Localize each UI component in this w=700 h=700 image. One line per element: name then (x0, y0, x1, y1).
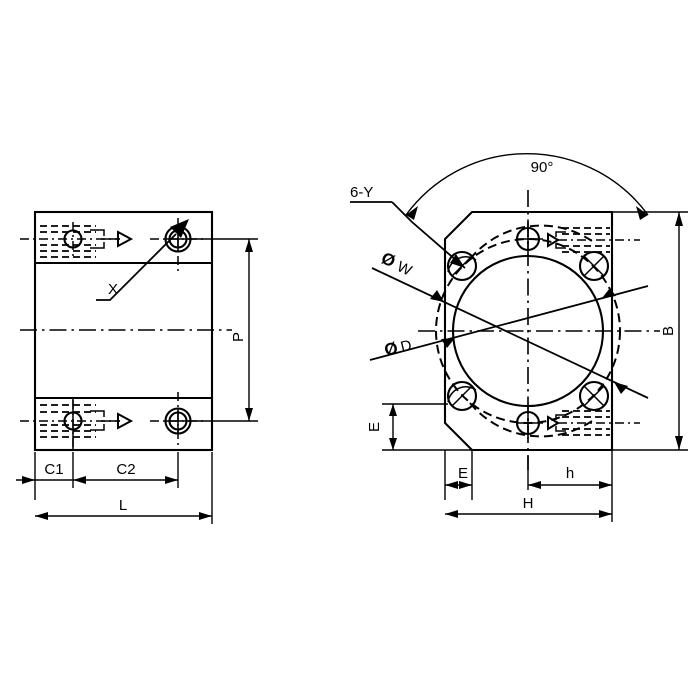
side-view-top-features (20, 218, 205, 272)
callout-x-arrowhead (170, 219, 189, 238)
dim-b-label: B (660, 326, 677, 336)
dim-ev-label: E (366, 422, 383, 432)
dim-h-label: h (566, 465, 574, 482)
bolt-hole-arc (447, 386, 477, 403)
dim-90-arrow-right (636, 206, 648, 220)
section-arrow-top-bracket (90, 229, 105, 236)
section-arrow-top-bracket-bottom (90, 410, 105, 417)
dim-p-arrow-top (245, 239, 253, 252)
section-arrow-bottom-bracket (90, 242, 105, 249)
dimension-e-horizontal: E (444, 450, 473, 500)
dim-90-label: 90° (531, 159, 554, 176)
dim-b-arrow-bottom (675, 436, 683, 450)
section-arrow-head (117, 230, 134, 248)
bolt-hole-slash (451, 385, 473, 407)
side-view: X P C1 C2 (16, 210, 258, 524)
dim-p-arrow-bottom (245, 408, 253, 421)
callout-x-label: X (108, 281, 118, 298)
side-view-outline (33, 210, 214, 452)
dim-90-arc (405, 152, 649, 216)
front-view: 90° 6-Y Ø W Ø D (350, 152, 688, 522)
dimension-h-total: H (445, 450, 613, 522)
dim-ev-arrow-bottom (389, 438, 397, 450)
bolt-hole-circle (446, 250, 478, 282)
dim-l-arrow-right (199, 512, 212, 520)
front-view-hidden-port-top (547, 227, 640, 253)
side-view-bottom-features (20, 392, 205, 448)
bolt-hole-circle (446, 380, 478, 412)
dim-h-arrow-right (599, 481, 612, 489)
dimension-angle-90: 90° (405, 152, 649, 220)
dim-c1-arrow (22, 476, 35, 484)
recess-arc-top (469, 224, 593, 260)
callout-d-symbol: Ø (382, 338, 399, 360)
section-arrow-head-bottom (117, 412, 134, 430)
callout-d-arrow-right (602, 288, 616, 298)
dim-c2-arrow-left (73, 476, 86, 484)
callout-diameter-d: Ø D (369, 285, 649, 361)
port-arrow-bracket-bottom (555, 243, 566, 249)
port-arrow-head (547, 232, 560, 248)
callout-d-label: D (399, 337, 414, 356)
callout-6y-arrowhead (450, 254, 465, 268)
dim-c1-label: C1 (44, 461, 63, 478)
callout-6y: 6-Y (350, 184, 466, 269)
dim-eh-label: E (458, 465, 468, 482)
dim-eh-arrow-left (445, 481, 458, 489)
dim-H-label: H (523, 495, 534, 512)
dim-p-label: P (230, 332, 247, 342)
dim-l-label: L (119, 497, 127, 514)
dim-H-arrow-left (445, 510, 458, 518)
port-arrow-bracket-top (555, 231, 566, 237)
dim-h-arrow-left (528, 481, 541, 489)
dim-eh-arrow-right (459, 481, 472, 489)
dim-ev-arrow-top (389, 404, 397, 416)
dimension-b: B (612, 211, 688, 451)
port-arrow-head (547, 415, 560, 431)
dim-H-arrow-right (599, 510, 612, 518)
bolt-hole-top-center (515, 222, 543, 258)
dim-c2-arrow-right (165, 476, 178, 484)
dimension-e-vertical: E (366, 403, 476, 451)
callout-x-leader (96, 233, 177, 301)
bolt-hole-cross-b (583, 385, 605, 407)
bolt-hole-cross-b (583, 255, 605, 277)
callout-w-arrow-left (430, 290, 444, 302)
front-view-hidden-port-bottom (547, 410, 640, 436)
recess-arc-bottom (469, 402, 593, 438)
dimension-h-small: h (527, 455, 612, 490)
callout-6y-label: 6-Y (350, 184, 373, 201)
callout-6y-leader (391, 201, 466, 269)
dimension-p: P (190, 238, 258, 422)
dim-l-arrow-left (35, 512, 48, 520)
port-arrow-bracket-bottom (555, 426, 566, 432)
callout-w-arrow-right (614, 382, 628, 394)
bolt-hole-lower-left (446, 380, 478, 412)
bolt-hole-lower-right (578, 380, 610, 412)
section-arrow-bottom-bracket-bottom (90, 424, 105, 431)
callout-diameter-w: Ø W (371, 248, 649, 399)
port-arrow-bracket-top (555, 414, 566, 420)
callout-w-leader (371, 267, 649, 399)
bolt-hole-upper-right (578, 250, 610, 282)
callout-d-leader (369, 285, 649, 361)
dim-b-arrow-top (675, 212, 683, 226)
callout-x: X (96, 219, 189, 301)
dimension-l: L (35, 452, 213, 524)
dimension-c1-c2: C1 C2 (16, 452, 179, 500)
dim-90-arrow-left (406, 206, 418, 220)
callout-d-arrow-left (441, 338, 455, 348)
bolt-hole-circle (578, 250, 610, 282)
bolt-hole-bottom-center (515, 405, 543, 441)
bolt-hole-circle (578, 380, 610, 412)
dim-c2-label: C2 (116, 461, 135, 478)
